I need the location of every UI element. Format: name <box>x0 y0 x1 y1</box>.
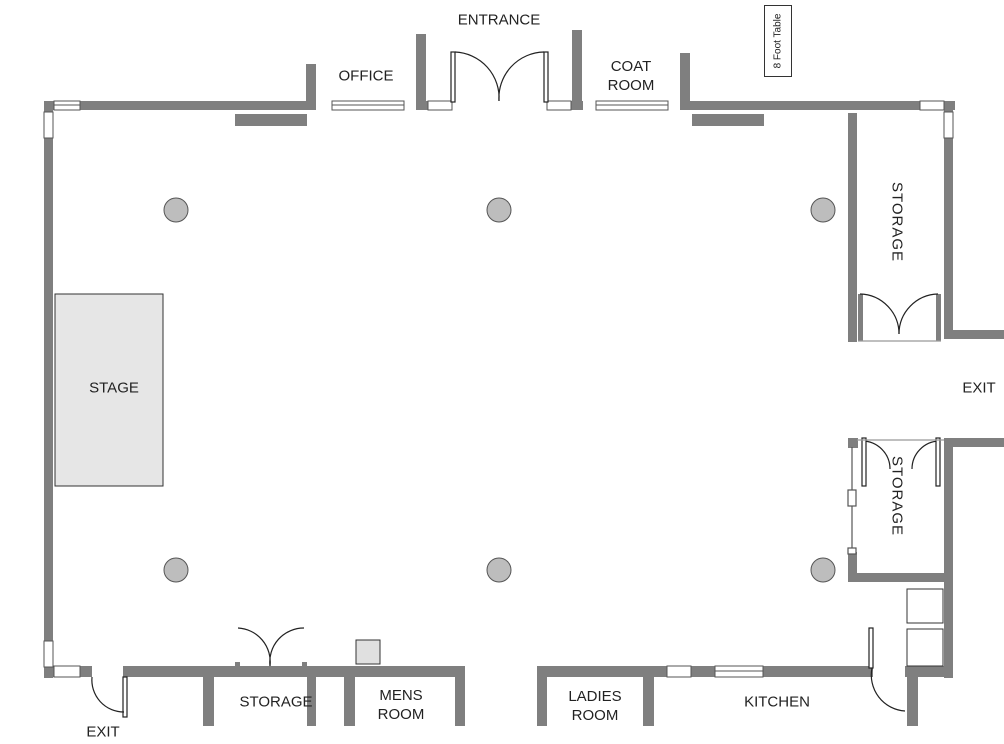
mens-room-label: MENS ROOM <box>377 687 425 723</box>
window <box>943 111 954 139</box>
wall-entrance-left <box>416 34 426 110</box>
wall-storage-bottom-left <box>848 552 857 582</box>
stage <box>54 293 164 487</box>
storage-door-jamb-right <box>302 662 307 677</box>
column <box>486 557 512 583</box>
ladies-room-label: LADIES ROOM <box>568 688 622 724</box>
wall-right-upper <box>944 101 953 338</box>
wall-exit-top <box>944 330 1004 339</box>
walls <box>44 30 1004 726</box>
wall-left <box>44 101 53 678</box>
wall-kitchen-right <box>907 666 918 726</box>
door-swing <box>870 667 906 712</box>
column <box>163 197 189 223</box>
window <box>43 111 54 139</box>
kitchen-appliance <box>906 628 944 667</box>
storage-top-door-jamb-left <box>858 294 863 341</box>
door-swing <box>898 293 939 335</box>
wall-storage-bottom-post <box>848 438 858 448</box>
door-swing <box>911 440 940 470</box>
window <box>546 100 572 111</box>
table-tag-label: 8 Foot Table <box>772 13 784 69</box>
doors <box>91 51 944 718</box>
kitchen-appliance <box>906 588 944 624</box>
door-leaf <box>543 51 549 103</box>
storage-right-top-label: STORAGE <box>888 181 906 263</box>
wall-exit-bottom <box>944 438 1004 447</box>
beam-right <box>692 114 764 126</box>
door-swing <box>269 627 305 667</box>
door-swing <box>91 676 125 713</box>
wall-mens-right <box>455 666 465 726</box>
coat-room-label: COAT ROOM <box>607 58 655 94</box>
window <box>43 640 54 668</box>
wall-right-lower <box>944 438 953 678</box>
door-swing <box>237 627 271 667</box>
window <box>919 100 945 111</box>
storage-door-jamb-left <box>235 662 240 677</box>
beam-left <box>235 114 307 126</box>
eight-foot-table: 8 Foot Table <box>764 5 792 77</box>
wall-office-left <box>306 64 316 110</box>
door-swing <box>859 293 900 335</box>
door-swing <box>454 51 500 102</box>
wall-mens-div <box>344 666 355 726</box>
wall-bottom-right-stub <box>905 666 953 677</box>
storage-top-door-jamb-right <box>936 294 941 341</box>
kitchen-label: KITCHEN <box>744 693 810 711</box>
entrance-label: ENTRANCE <box>457 11 541 29</box>
wall-top-right <box>680 101 955 110</box>
wall-coat-right <box>680 53 690 110</box>
columns <box>163 197 836 583</box>
windows <box>43 100 954 678</box>
column <box>810 557 836 583</box>
door-leaf <box>450 51 456 103</box>
wall-ladies-right <box>643 666 654 726</box>
wall-bottom-right <box>537 666 873 677</box>
window <box>427 100 453 111</box>
wall-storage-mens-div <box>307 666 316 726</box>
column <box>163 557 189 583</box>
exit-right-label: EXIT <box>962 379 996 397</box>
storage-right-bottom-label: STORAGE <box>888 455 906 537</box>
wall-ladies-left <box>537 666 547 726</box>
wall-storage-top-left <box>848 113 857 342</box>
door-swing <box>498 51 545 102</box>
wall-coat-left <box>572 30 582 110</box>
wall-storage-bottom-div-left <box>203 666 214 726</box>
wall-bottom-left <box>123 666 465 677</box>
column <box>810 197 836 223</box>
wall-storage-bottom-floor <box>848 573 944 582</box>
storage-bottom-label: STORAGE <box>239 693 313 711</box>
stage-label: STAGE <box>89 379 139 397</box>
exit-bottom-label: EXIT <box>86 723 120 741</box>
column <box>486 197 512 223</box>
office-label: OFFICE <box>338 67 394 85</box>
wall-top-left <box>44 101 308 110</box>
sink-fixture <box>355 639 381 665</box>
window <box>666 665 692 678</box>
window <box>53 665 81 678</box>
